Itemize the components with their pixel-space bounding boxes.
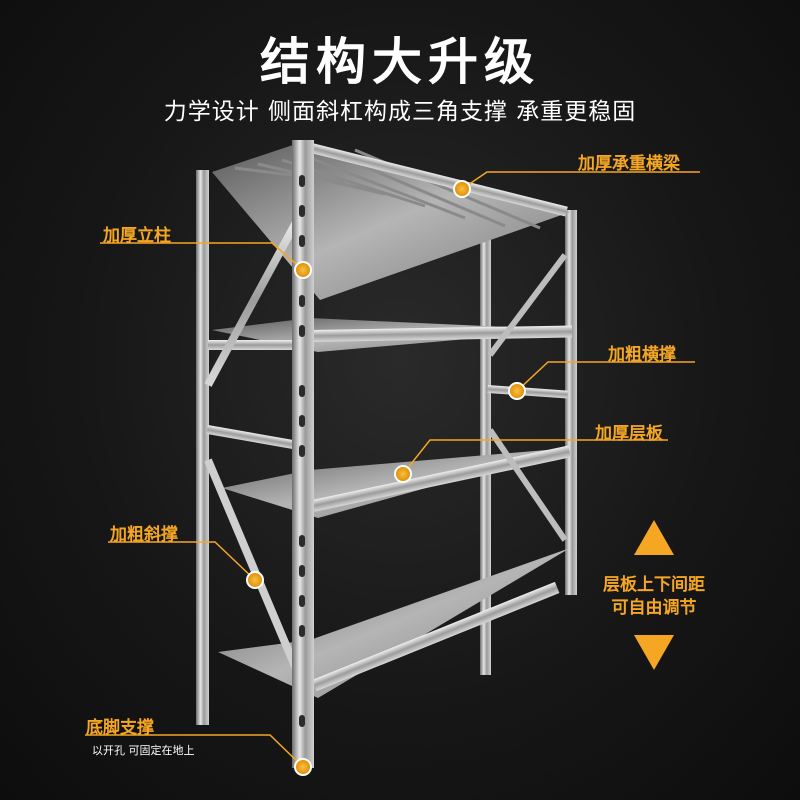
back-right-post-outer	[565, 210, 577, 595]
callout-foot: 底脚支撑	[86, 718, 154, 738]
arrow-up-icon	[634, 520, 674, 555]
shelf-3-beam	[312, 445, 571, 512]
callout-dots	[246, 180, 526, 776]
diagonal-right-lower	[487, 428, 568, 542]
arrow-down-icon	[634, 635, 674, 670]
side-beam-1	[208, 340, 312, 350]
post-holes	[299, 175, 305, 727]
adjust-text: 层板上下间距 可自由调节	[594, 574, 714, 620]
adjust-line-1: 层板上下间距	[603, 575, 705, 595]
shelf-4-plate	[218, 548, 570, 698]
shelf-4-beam	[311, 581, 560, 692]
adjust-line-2: 可自由调节	[611, 598, 697, 618]
callout-shelf: 加厚层板	[595, 424, 663, 444]
top-beam	[297, 140, 568, 217]
diagonal-right-upper	[487, 253, 568, 357]
side-beam-2	[206, 425, 311, 452]
leader-lines	[85, 171, 700, 768]
callout-beam: 加厚承重横梁	[578, 154, 680, 174]
callout-post: 加厚立柱	[103, 226, 171, 246]
back-left-post	[196, 170, 209, 725]
callout-foot-note: 以开孔 可固定在地上	[92, 744, 195, 757]
callout-crossbar: 加粗横撑	[608, 345, 676, 365]
callout-diagonal: 加粗斜撑	[110, 525, 178, 545]
crossbar	[487, 385, 568, 399]
subheadline: 力学设计 侧面斜杠构成三角支撑 承重更稳固	[163, 99, 637, 125]
headline: 结构大升级	[260, 33, 540, 91]
diagonal-upper-left	[204, 213, 304, 387]
